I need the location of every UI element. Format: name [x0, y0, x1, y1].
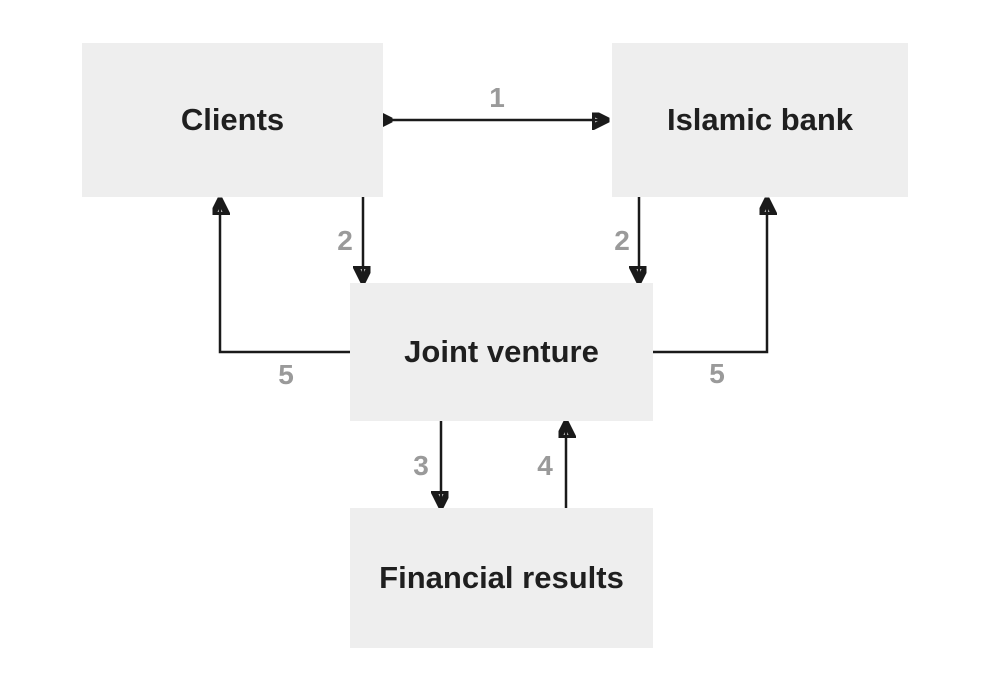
edge-label-5-right: 5: [709, 358, 725, 389]
edge-label-2-right: 2: [614, 225, 630, 256]
node-joint-venture: Joint venture: [350, 283, 653, 421]
edge-label-4: 4: [537, 450, 553, 481]
edge-5-joint-venture-clients: [220, 201, 350, 354]
node-financial-results-label: Financial results: [379, 560, 624, 595]
edge-label-3: 3: [413, 450, 429, 481]
edge-label-2-left: 2: [337, 225, 353, 256]
node-joint-venture-label: Joint venture: [404, 334, 599, 369]
node-clients: Clients: [82, 43, 383, 197]
edge-5-joint-venture-islamic-bank: [653, 201, 767, 354]
node-financial-results: Financial results: [350, 508, 653, 648]
edge-label-5-left: 5: [278, 359, 294, 390]
node-clients-label: Clients: [180, 102, 285, 137]
node-islamic-bank-label: Islamic bank: [666, 102, 854, 137]
node-islamic-bank: Islamic bank: [612, 43, 908, 197]
edge-label-1: 1: [489, 82, 505, 113]
